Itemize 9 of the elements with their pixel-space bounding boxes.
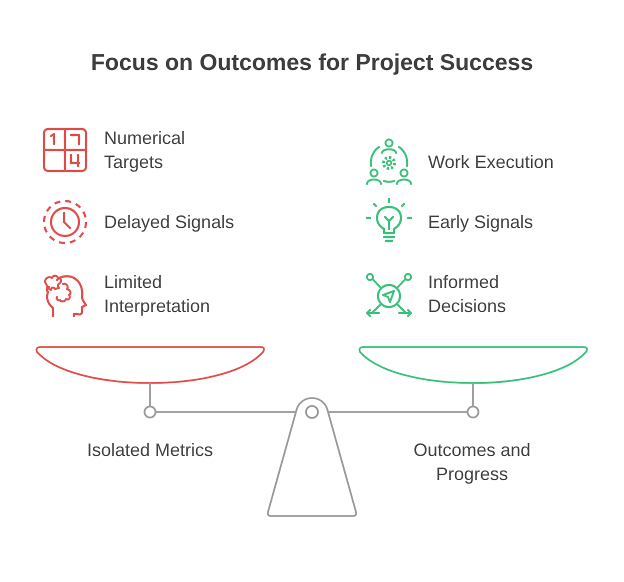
item-label: Delayed Signals (104, 211, 236, 234)
item-label: Numerical Targets (104, 127, 186, 174)
pan-label: Isolated Metrics (86, 439, 214, 462)
item-label: Informed Decisions (428, 271, 508, 318)
title: Focus on Outcomes for Project Success (90, 48, 534, 76)
item-label: Early Signals (428, 211, 534, 234)
pan-label: Outcomes and Progress (412, 439, 532, 486)
item-label: Limited Interpretation (104, 271, 212, 318)
item-label: Work Execution (428, 151, 555, 174)
